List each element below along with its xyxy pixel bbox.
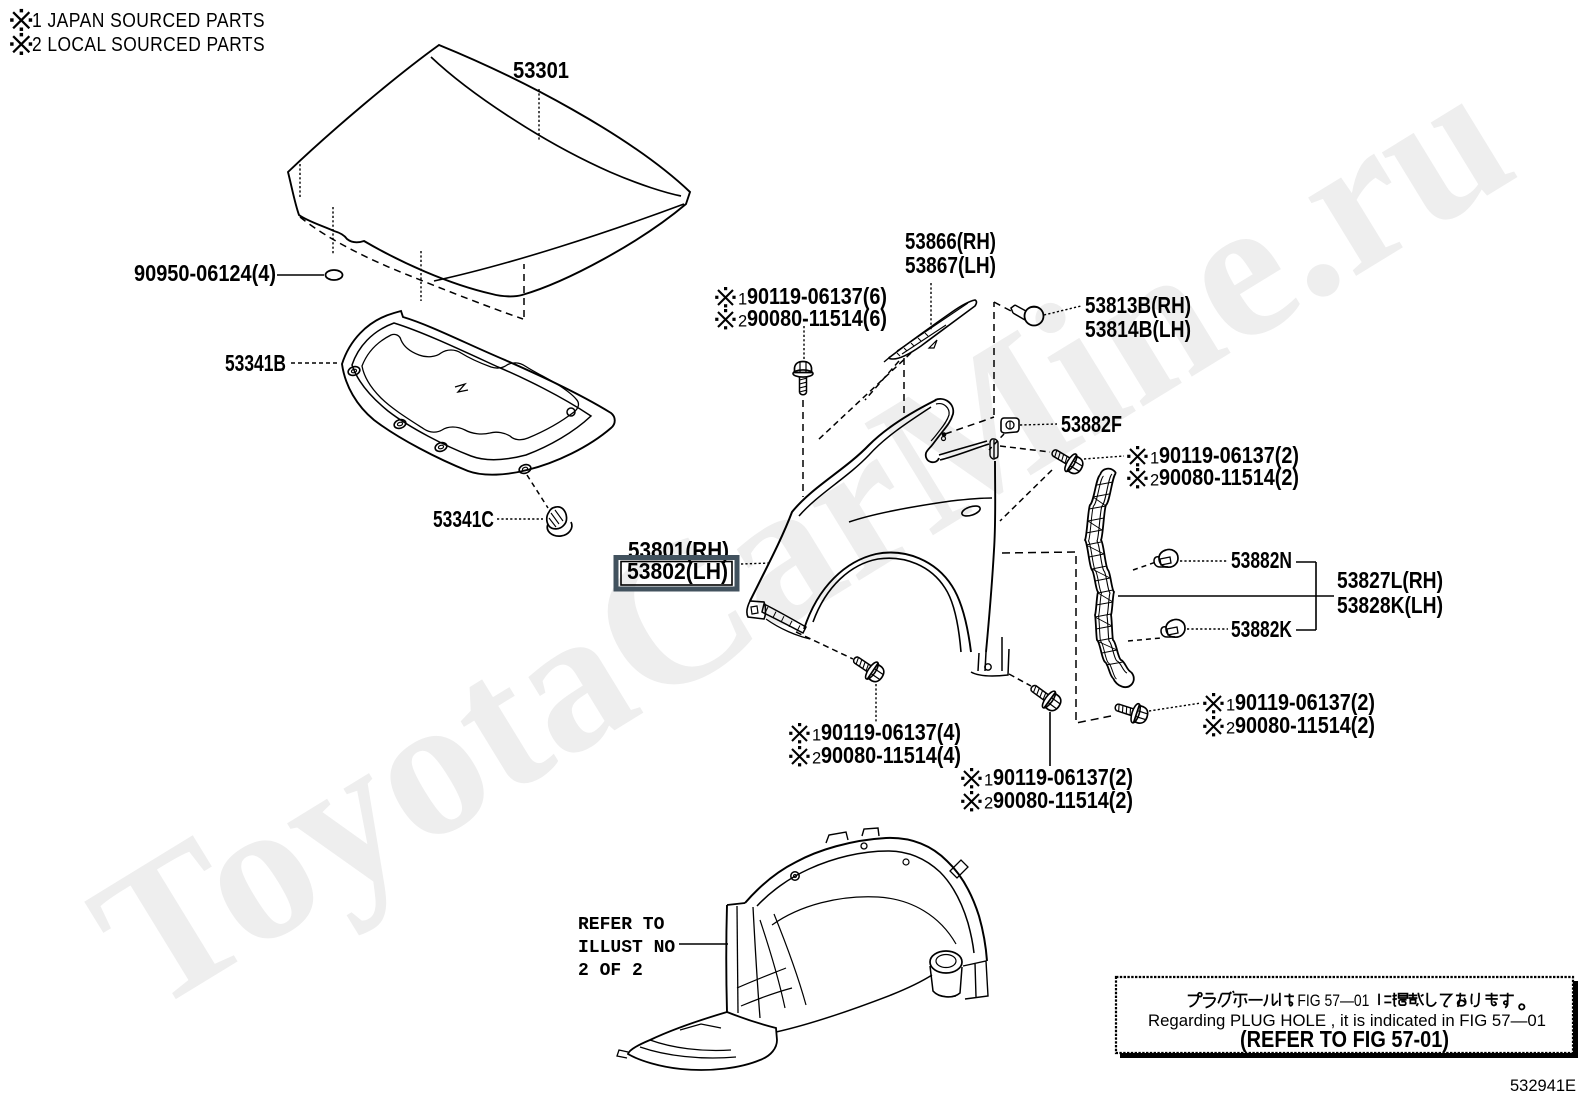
svg-text:90119-06137(2): 90119-06137(2): [993, 764, 1133, 790]
svg-text:53882N: 53882N: [1231, 547, 1292, 573]
svg-text:53301: 53301: [513, 57, 569, 83]
svg-text:53828K(LH): 53828K(LH): [1337, 592, 1443, 618]
svg-text:90080-11514(2): 90080-11514(2): [993, 787, 1133, 813]
svg-text:90080-11514(2): 90080-11514(2): [1235, 712, 1375, 738]
svg-text:2 LOCAL SOURCED PARTS: 2 LOCAL SOURCED PARTS: [32, 33, 265, 56]
svg-text:1: 1: [1150, 450, 1159, 468]
svg-text:2 OF 2: 2 OF 2: [578, 961, 643, 981]
svg-text:2: 2: [1226, 720, 1235, 738]
svg-text:(REFER TO FIG 57-01): (REFER TO FIG 57-01): [1240, 1026, 1449, 1052]
svg-text:90119-06137(2): 90119-06137(2): [1159, 442, 1299, 468]
svg-text:FIG 57—01: FIG 57—01: [1297, 992, 1369, 1010]
svg-text:1: 1: [812, 727, 821, 745]
svg-text:1: 1: [984, 772, 993, 790]
svg-text:53341C: 53341C: [433, 506, 494, 532]
svg-text:90119-06137(2): 90119-06137(2): [1235, 689, 1375, 715]
svg-text:53827L(RH): 53827L(RH): [1337, 567, 1443, 593]
svg-text:1: 1: [738, 291, 747, 309]
svg-text:1: 1: [1226, 697, 1235, 715]
svg-text:53341B: 53341B: [225, 350, 286, 376]
svg-text:53802(LH): 53802(LH): [627, 558, 728, 584]
svg-text:90119-06137(6): 90119-06137(6): [747, 283, 887, 309]
svg-text:53813B(RH): 53813B(RH): [1085, 292, 1191, 318]
svg-text:532941E: 532941E: [1510, 1077, 1576, 1095]
svg-text:53814B(LH): 53814B(LH): [1085, 316, 1191, 342]
svg-text:90080-11514(6): 90080-11514(6): [747, 305, 887, 331]
svg-text:90080-11514(2): 90080-11514(2): [1159, 464, 1299, 490]
svg-text:90950-06124(4): 90950-06124(4): [134, 260, 276, 286]
svg-text:ILLUST NO: ILLUST NO: [578, 938, 675, 958]
svg-text:53866(RH): 53866(RH): [905, 228, 996, 254]
svg-text:2: 2: [984, 795, 993, 813]
svg-text:REFER TO: REFER TO: [578, 915, 665, 935]
svg-text:1 JAPAN SOURCED PARTS: 1 JAPAN SOURCED PARTS: [32, 9, 265, 32]
svg-text:53882K: 53882K: [1231, 616, 1292, 642]
svg-text:53867(LH): 53867(LH): [905, 252, 996, 278]
svg-text:90119-06137(4): 90119-06137(4): [821, 719, 961, 745]
svg-text:53882F: 53882F: [1061, 411, 1122, 437]
svg-text:2: 2: [812, 750, 821, 768]
svg-text:2: 2: [738, 313, 747, 331]
svg-text:90080-11514(4): 90080-11514(4): [821, 742, 961, 768]
svg-text:2: 2: [1150, 472, 1159, 490]
svg-text:Regarding PLUG HOLE , it is: Regarding PLUG HOLE , it is indicated in…: [1148, 1012, 1546, 1030]
